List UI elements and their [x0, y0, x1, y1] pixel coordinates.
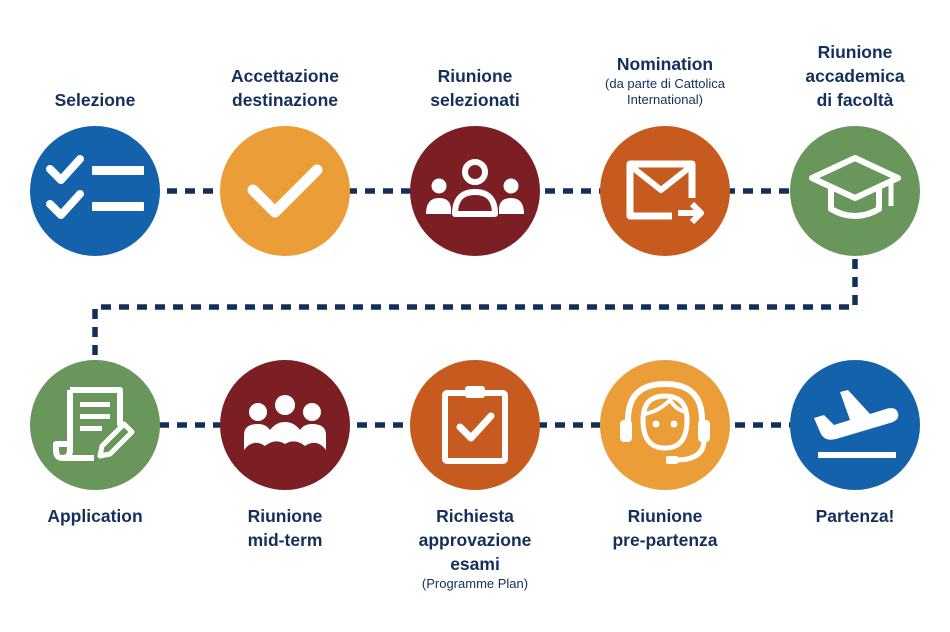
step-title: Application — [47, 506, 143, 526]
team-icon — [244, 395, 326, 450]
step-title: Nomination — [616, 54, 714, 74]
step-title: Riunione selezionati — [430, 66, 520, 110]
step-riunione-accademica-label: Riunione accademica di facoltà — [760, 40, 950, 112]
step-partenza-label: Partenza! — [760, 504, 950, 528]
step-subtitle: (da parte di Cattolica International) — [605, 76, 725, 107]
step-richiesta-label: Richiesta approvazione esami (Programme … — [380, 504, 570, 592]
step-accettazione-label: Accettazione destinazione — [190, 64, 380, 112]
clipboard-check-icon — [442, 386, 508, 464]
step-selezione-label: Selezione — [0, 88, 190, 112]
step-title: Partenza! — [815, 506, 895, 526]
step-riunione-midterm-circle — [220, 360, 350, 490]
step-riunione-midterm-label: Riunione mid-term — [190, 504, 380, 552]
step-application-label: Application — [0, 504, 190, 528]
step-riunione-selezionati-label: Riunione selezionati — [380, 64, 570, 112]
headset-agent-icon — [620, 380, 710, 464]
step-partenza-circle — [790, 360, 920, 490]
step-richiesta-circle — [410, 360, 540, 490]
graduation-cap-icon — [809, 155, 901, 219]
step-accettazione-circle — [220, 126, 350, 256]
step-riunione-prepartenza-circle — [600, 360, 730, 490]
step-title: Accettazione destinazione — [231, 66, 339, 110]
step-subtitle: (Programme Plan) — [421, 576, 529, 591]
step-selezione-circle — [30, 126, 160, 256]
email-send-icon — [626, 160, 704, 225]
step-nomination-label: Nomination (da parte di Cattolica Intern… — [570, 52, 760, 108]
step-riunione-prepartenza-label: Riunione pre-partenza — [570, 504, 760, 552]
step-riunione-selezionati-circle — [410, 126, 540, 256]
step-title: Selezione — [54, 90, 136, 110]
step-title: Riunione accademica di facoltà — [805, 42, 905, 110]
step-nomination-circle — [600, 126, 730, 256]
checklist-icon — [46, 155, 144, 219]
document-pen-icon — [53, 387, 135, 461]
airplane-departure-icon — [814, 390, 899, 458]
step-application-circle — [30, 360, 160, 490]
step-title: Riunione pre-partenza — [612, 506, 718, 550]
group-meeting-icon — [426, 159, 524, 217]
checkmark-icon — [247, 164, 323, 218]
step-riunione-accademica-circle — [790, 126, 920, 256]
step-title: Richiesta approvazione esami — [418, 506, 532, 574]
step-title: Riunione mid-term — [247, 506, 323, 550]
